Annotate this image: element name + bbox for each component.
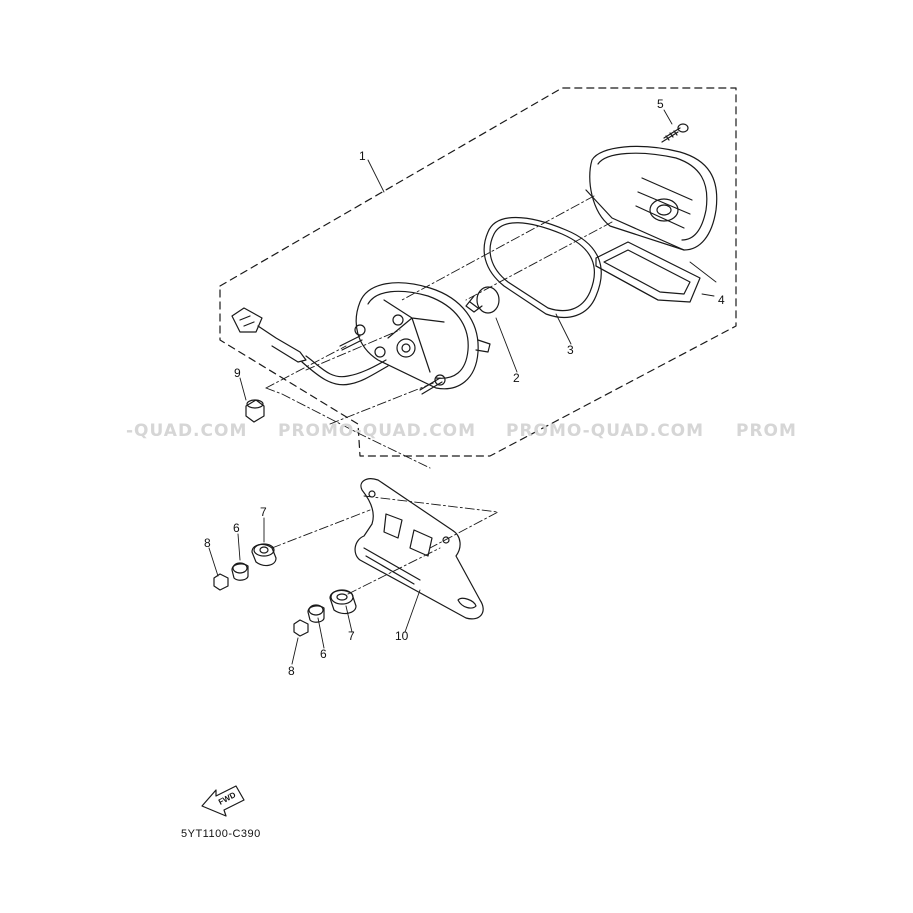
callout-8-lower: 8 [288, 664, 295, 678]
hardware-stack-upper [213, 543, 277, 591]
callout-8: 8 [204, 536, 211, 550]
screw [661, 123, 689, 143]
alignment-lines [265, 195, 613, 595]
fwd-arrow [201, 785, 245, 817]
taillight-base [339, 282, 491, 395]
callout-7-lower: 7 [348, 629, 355, 643]
lens-gasket [483, 216, 602, 318]
callout-7: 7 [260, 505, 267, 519]
callout-1: 1 [359, 149, 366, 163]
diagram-code: 5YT1100-C390 [181, 828, 261, 840]
callout-3: 3 [567, 343, 574, 357]
callout-2: 2 [513, 371, 520, 385]
wire-harness [231, 307, 389, 386]
callout-5: 5 [657, 97, 664, 111]
license-lens [595, 241, 701, 303]
watermark-text: PROMO-QUAD.COM [506, 421, 705, 441]
watermark-text: PROM [736, 421, 797, 441]
watermark-text: PROMO-QUAD.COM [278, 421, 477, 441]
callout-9: 9 [234, 366, 241, 380]
watermark-text: -QUAD.COM [126, 421, 248, 441]
hardware-stack-lower [293, 589, 357, 637]
grommet [245, 399, 265, 423]
callout-6-lower: 6 [320, 647, 327, 661]
callout-6: 6 [233, 521, 240, 535]
leader-lines [208, 109, 717, 665]
assembly-boundary [219, 87, 737, 457]
callout-10: 10 [395, 629, 409, 643]
callout-4: 4 [718, 293, 725, 307]
bulb [465, 286, 500, 314]
taillight-lens [585, 145, 718, 251]
license-bracket [354, 478, 484, 620]
